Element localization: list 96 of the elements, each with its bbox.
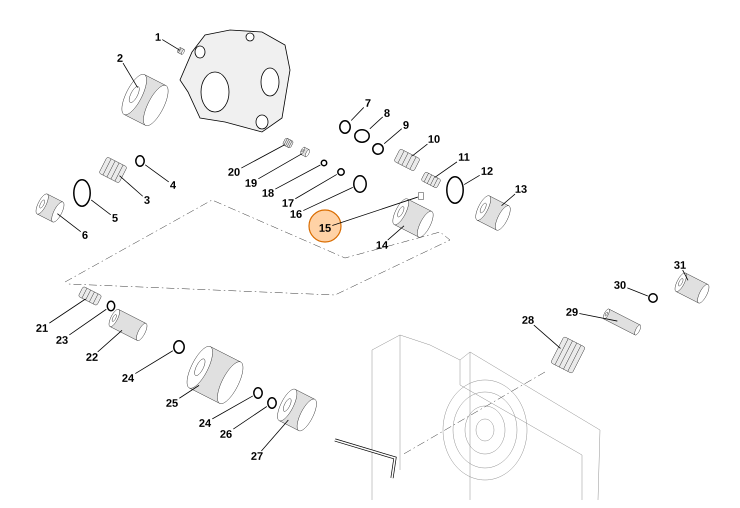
leader-line: [434, 161, 458, 178]
callout-number: 19: [246, 179, 257, 187]
cylinder-part-drawing: [603, 308, 641, 336]
callout-number: 8: [384, 109, 390, 117]
callout-number: 27: [251, 452, 263, 460]
o-ring-drawing: [337, 168, 345, 176]
callout-number: 1: [156, 33, 161, 41]
callout-number: 31: [674, 261, 686, 269]
leader-line: [134, 350, 174, 374]
callout-number: 21: [36, 324, 48, 332]
cap-drawing: [418, 192, 424, 200]
callout-number: 11: [458, 153, 470, 161]
cylinder-part-drawing: [186, 346, 244, 404]
cylinder-part-drawing: [177, 47, 185, 55]
o-ring-drawing: [253, 387, 263, 399]
o-ring-drawing: [267, 397, 277, 409]
callout-number: 22: [86, 353, 98, 361]
leader-line: [240, 144, 286, 168]
leader-line: [332, 196, 418, 226]
o-ring-drawing: [648, 293, 658, 303]
o-ring-drawing: [353, 175, 367, 193]
leader-line: [258, 153, 302, 180]
callout-number: 9: [403, 121, 409, 129]
o-ring-drawing: [446, 176, 464, 204]
leader-line: [260, 420, 289, 452]
leader-line: [232, 406, 268, 430]
cylinder-part-drawing: [122, 74, 168, 126]
leader-line: [501, 194, 516, 206]
leader-line: [56, 213, 82, 232]
callout-number: 20: [228, 168, 240, 176]
leader-line: [384, 128, 402, 144]
leader-line: [90, 200, 112, 216]
cylinder-part-drawing: [108, 309, 148, 341]
o-ring-drawing: [372, 143, 384, 155]
part-drawing: [282, 138, 294, 148]
callout-number: 29: [566, 308, 578, 316]
callout-number: 30: [614, 281, 626, 289]
leader-line: [369, 116, 384, 130]
leader-line: [48, 298, 86, 324]
leader-line: [97, 330, 122, 352]
leader-line: [119, 175, 144, 197]
callout-number: 12: [482, 167, 493, 175]
o-ring-drawing: [106, 300, 116, 312]
callout-number: 5: [112, 214, 118, 222]
callout-number: 10: [428, 135, 440, 143]
callout-number: 14: [376, 241, 388, 249]
o-ring-drawing: [73, 179, 91, 207]
leader-line: [350, 107, 364, 121]
callout-number: 26: [220, 430, 232, 438]
leader-line: [412, 144, 428, 156]
cylinder-part-drawing: [476, 196, 510, 230]
leader-line: [162, 39, 180, 50]
leader-line: [68, 308, 107, 336]
callout-number: 25: [166, 399, 178, 407]
callout-number: 15: [320, 224, 331, 232]
cylinder-part-drawing: [277, 388, 317, 432]
callout-number: 3: [144, 196, 150, 204]
callout-number: 16: [290, 210, 302, 218]
leader-line: [578, 313, 618, 322]
callout-number: 6: [82, 231, 88, 239]
cylinder-part-drawing: [392, 198, 434, 238]
o-ring-drawing: [339, 120, 351, 134]
callout-number: 28: [522, 316, 534, 324]
leader-line: [212, 396, 254, 420]
part-drawing: [421, 172, 441, 188]
cylinder-part-drawing: [36, 194, 64, 222]
leader-line: [533, 324, 561, 349]
leader-line: [626, 287, 648, 296]
leader-line: [464, 174, 480, 185]
callout-number: 17: [282, 199, 294, 207]
leader-line: [387, 225, 404, 240]
o-ring-drawing: [320, 160, 328, 166]
o-ring-drawing: [354, 129, 370, 143]
part-drawing: [78, 286, 102, 306]
leader-line: [274, 164, 321, 190]
callout-number: 4: [170, 181, 176, 189]
callout-number: 7: [365, 99, 371, 107]
callout-number: 18: [262, 189, 274, 197]
callout-number: 23: [56, 336, 68, 344]
leader-line: [144, 164, 170, 182]
leader-line: [294, 174, 338, 200]
o-ring-drawing: [135, 155, 145, 167]
callout-number: 24: [199, 419, 212, 427]
o-ring-drawing: [173, 340, 185, 354]
cylinder-part-drawing: [674, 272, 710, 304]
leader-line: [302, 186, 354, 211]
callout-number: 24: [122, 374, 134, 382]
callout-number: 13: [516, 185, 527, 193]
leader-line: [682, 270, 688, 281]
cylinder-part-drawing: [300, 146, 310, 158]
part-drawing: [394, 149, 420, 171]
part-drawing: [551, 336, 585, 374]
part-drawing: [99, 157, 127, 183]
callout-number: 2: [117, 54, 123, 62]
leader-line: [178, 384, 200, 399]
leader-line: [122, 62, 138, 88]
